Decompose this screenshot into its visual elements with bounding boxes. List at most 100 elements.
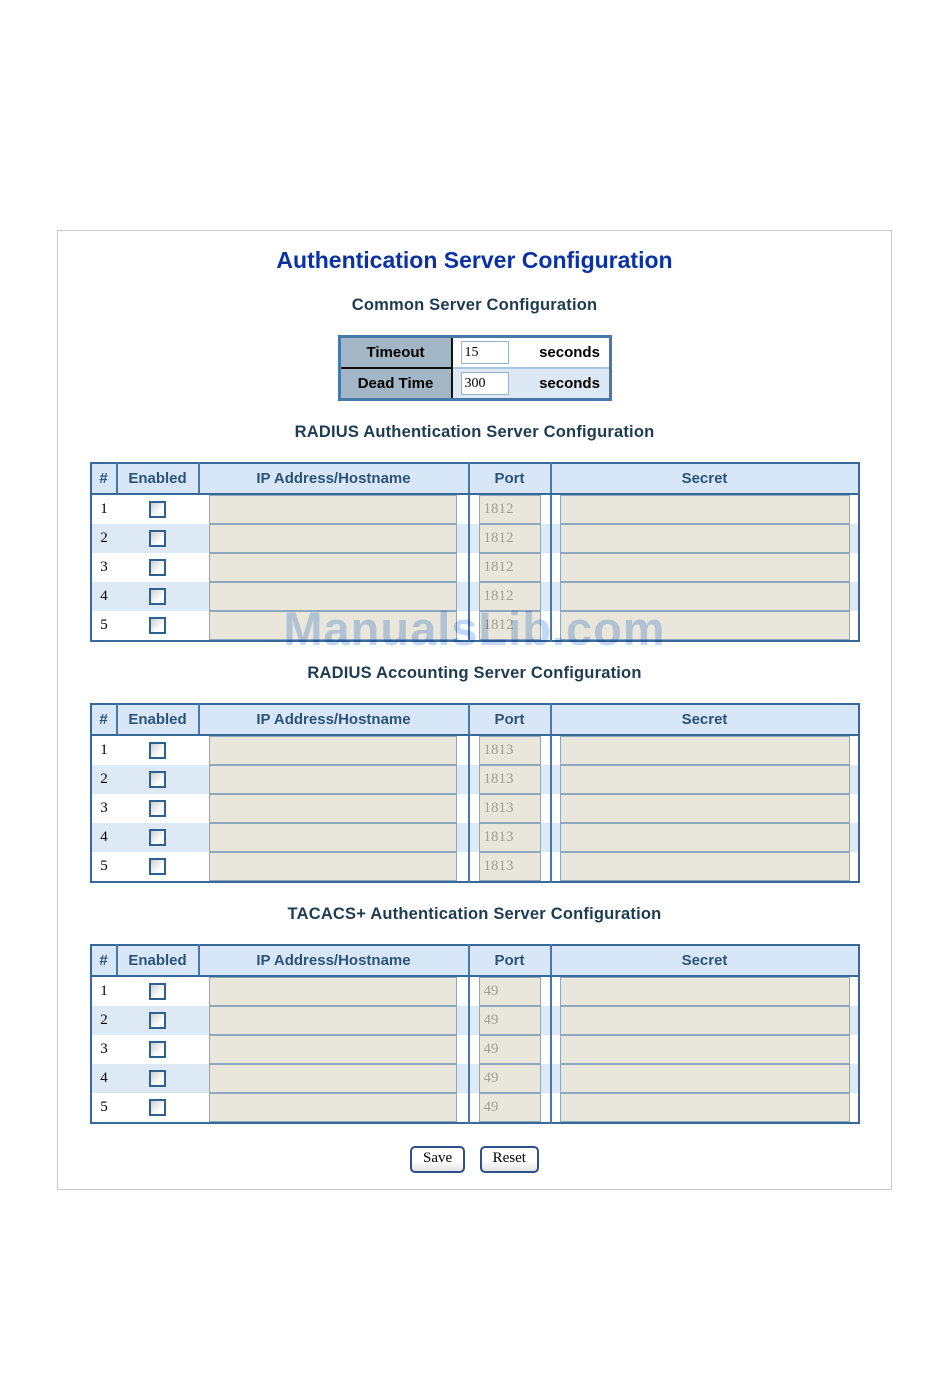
enabled-checkbox[interactable] bbox=[149, 558, 166, 576]
table-row: 4 bbox=[90, 582, 859, 611]
secret-input bbox=[559, 1093, 850, 1122]
radius-auth-table: # Enabled IP Address/Hostname Port Secre… bbox=[89, 462, 860, 642]
row-index: 4 bbox=[100, 829, 108, 845]
table-row: 2 bbox=[90, 1006, 859, 1035]
ip-hostname-input bbox=[209, 495, 457, 524]
table-row: 3 bbox=[91, 1035, 859, 1064]
section-heading-tacacs: TACACS+ Authentication Server Configurat… bbox=[287, 905, 662, 923]
table-row: 1 bbox=[91, 976, 859, 1006]
enabled-cell bbox=[117, 765, 199, 794]
ip-cell bbox=[199, 611, 469, 641]
timeout-input[interactable] bbox=[460, 341, 509, 364]
enabled-cell bbox=[117, 794, 199, 823]
section-heading-radius-auth: RADIUS Authentication Server Configurati… bbox=[294, 423, 655, 441]
secret-input bbox=[559, 524, 850, 553]
ip-cell bbox=[199, 1093, 469, 1123]
deadtime-label: Dead Time bbox=[339, 368, 453, 400]
enabled-checkbox[interactable] bbox=[149, 529, 166, 547]
port-input bbox=[478, 553, 541, 582]
ip-cell bbox=[199, 794, 469, 823]
ip-cell bbox=[199, 1006, 469, 1035]
table-row: 5 bbox=[91, 611, 859, 641]
ip-cell bbox=[199, 976, 469, 1006]
ip-hostname-input bbox=[209, 1035, 457, 1064]
col-header-ip: IP Address/Hostname bbox=[197, 463, 469, 495]
secret-input bbox=[559, 794, 850, 823]
secret-input bbox=[559, 736, 850, 765]
port-cell bbox=[467, 794, 552, 823]
port-input bbox=[478, 582, 541, 611]
radius-acct-table: # Enabled IP Address/Hostname Port Secre… bbox=[89, 703, 860, 883]
timeout-unit: seconds bbox=[530, 336, 610, 369]
row-index: 2 bbox=[100, 771, 108, 787]
col-header-port: Port bbox=[467, 704, 551, 736]
port-input bbox=[478, 524, 541, 553]
col-header-ip: IP Address/Hostname bbox=[197, 704, 469, 736]
enabled-cell bbox=[117, 553, 199, 582]
row-index: 5 bbox=[100, 617, 108, 633]
secret-input bbox=[559, 823, 850, 852]
col-header-enabled: Enabled bbox=[115, 945, 199, 977]
secret-cell bbox=[551, 735, 859, 765]
enabled-cell bbox=[117, 524, 199, 553]
enabled-cell bbox=[117, 1035, 199, 1064]
secret-cell bbox=[551, 494, 859, 524]
reset-button[interactable]: Reset bbox=[479, 1146, 539, 1173]
port-cell bbox=[467, 1093, 552, 1123]
table-row: 4 bbox=[90, 823, 859, 852]
port-cell bbox=[467, 1064, 552, 1093]
save-button[interactable]: Save bbox=[410, 1146, 466, 1173]
content-panel: Authentication Server Configuration Comm… bbox=[57, 230, 892, 1190]
enabled-checkbox[interactable] bbox=[149, 828, 166, 846]
row-index: 1 bbox=[100, 983, 108, 999]
enabled-checkbox[interactable] bbox=[149, 799, 166, 817]
enabled-checkbox[interactable] bbox=[149, 741, 166, 759]
table-header-row: # Enabled IP Address/Hostname Port Secre… bbox=[90, 463, 859, 495]
row-index: 1 bbox=[100, 501, 108, 517]
enabled-checkbox[interactable] bbox=[149, 616, 166, 634]
ip-hostname-input bbox=[209, 1006, 457, 1035]
enabled-checkbox[interactable] bbox=[149, 1011, 166, 1029]
port-cell bbox=[467, 1035, 552, 1064]
ip-hostname-input bbox=[209, 852, 457, 881]
port-cell bbox=[467, 976, 552, 1006]
secret-cell bbox=[551, 524, 859, 553]
port-cell bbox=[467, 765, 552, 794]
col-header-secret: Secret bbox=[549, 463, 859, 495]
secret-cell bbox=[551, 823, 859, 852]
enabled-checkbox[interactable] bbox=[149, 1069, 166, 1087]
secret-input bbox=[559, 1064, 850, 1093]
enabled-cell bbox=[117, 494, 199, 524]
ip-hostname-input bbox=[209, 524, 457, 553]
deadtime-input[interactable] bbox=[460, 372, 509, 395]
enabled-checkbox[interactable] bbox=[149, 982, 166, 1000]
port-cell bbox=[467, 524, 552, 553]
enabled-checkbox[interactable] bbox=[149, 587, 166, 605]
enabled-checkbox[interactable] bbox=[149, 857, 166, 875]
secret-input bbox=[559, 495, 850, 524]
port-input bbox=[478, 1064, 541, 1093]
secret-cell bbox=[551, 976, 859, 1006]
row-index: 2 bbox=[100, 1012, 108, 1028]
col-header-num: # bbox=[90, 463, 117, 495]
page-title: Authentication Server Configuration bbox=[276, 247, 673, 273]
row-index: 4 bbox=[100, 588, 108, 604]
port-cell bbox=[467, 1006, 552, 1035]
port-cell bbox=[467, 823, 552, 852]
port-cell bbox=[467, 582, 552, 611]
enabled-cell bbox=[117, 976, 199, 1006]
col-header-port: Port bbox=[467, 945, 551, 977]
enabled-checkbox[interactable] bbox=[149, 500, 166, 518]
enabled-checkbox[interactable] bbox=[149, 770, 166, 788]
row-index: 4 bbox=[100, 1070, 108, 1086]
enabled-cell bbox=[117, 852, 199, 882]
enabled-checkbox[interactable] bbox=[149, 1098, 166, 1116]
port-input bbox=[478, 765, 541, 794]
secret-input bbox=[559, 611, 850, 640]
secret-cell bbox=[551, 1006, 859, 1035]
tacacs-auth-table: # Enabled IP Address/Hostname Port Secre… bbox=[89, 944, 860, 1124]
enabled-checkbox[interactable] bbox=[149, 1040, 166, 1058]
secret-input bbox=[559, 852, 850, 881]
deadtime-unit: seconds bbox=[530, 368, 610, 400]
ip-hostname-input bbox=[209, 582, 457, 611]
